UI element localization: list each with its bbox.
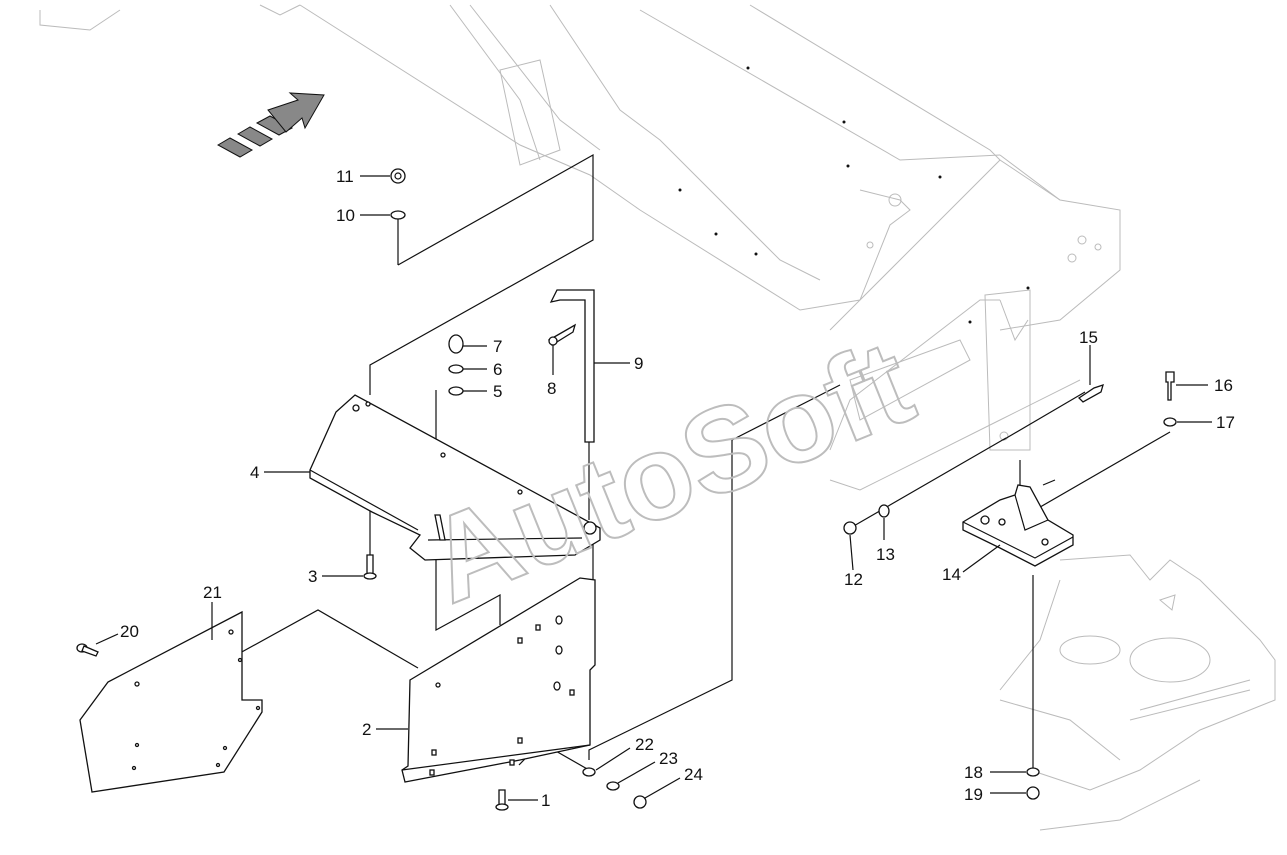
callout-9: 9 [634,354,643,373]
callout-15: 15 [1079,328,1098,347]
callout-10: 10 [336,206,355,225]
callout-7: 7 [493,337,502,356]
part-14-mount-bracket [962,479,1074,567]
callout-3: 3 [308,567,317,586]
frame-structure [39,4,1121,491]
callout-6: 6 [493,360,502,379]
leader-lines [95,175,1212,801]
part-21-guard-plate [79,610,263,793]
callout-17: 17 [1216,413,1235,432]
callout-11: 11 [336,167,354,186]
callout-24: 24 [684,765,703,784]
callout-20: 20 [120,622,139,641]
callout-2: 2 [362,720,371,739]
callout-13: 13 [876,545,895,564]
callout-12: 12 [844,570,863,589]
callout-18: 18 [964,763,983,782]
callout-22: 22 [635,735,654,754]
part-9-pin [549,289,595,443]
callout-23: 23 [659,749,678,768]
callout-16: 16 [1214,376,1233,395]
part-4-bracket [309,394,601,561]
part-2-side-plate [401,577,596,783]
direction-arrow-icon [216,92,325,158]
callout-14: 14 [942,565,961,584]
callout-21: 21 [203,583,222,602]
callout-labels: 1 2 3 4 5 6 7 8 9 10 11 12 13 14 15 16 1… [120,167,1235,810]
callout-5: 5 [493,382,502,401]
callout-19: 19 [964,785,983,804]
callout-1: 1 [541,791,550,810]
callout-4: 4 [250,463,259,482]
machine-base [999,554,1276,831]
callout-8: 8 [547,379,556,398]
